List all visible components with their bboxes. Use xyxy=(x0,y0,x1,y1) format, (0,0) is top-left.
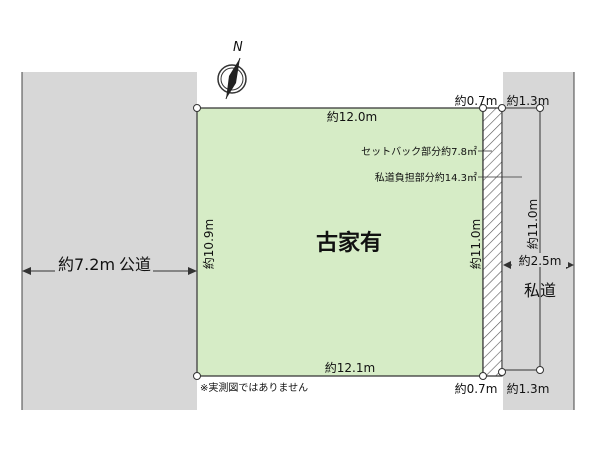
corner-road-bottom xyxy=(536,366,544,374)
private-road-label-bg xyxy=(512,253,568,267)
corner-bottom-left xyxy=(193,372,201,380)
corner-bottom-right xyxy=(479,372,487,380)
dim-left-depth: 約10.9m xyxy=(201,219,216,269)
public-road-width-value: 約7.2m xyxy=(58,255,115,274)
corner-top-left xyxy=(193,104,201,112)
public-road-arrow-left-head xyxy=(22,267,31,275)
dim-private-road-bottom: 約1.3m xyxy=(507,381,550,396)
corner-road-top xyxy=(536,104,544,112)
compass-north-label: N xyxy=(233,40,243,55)
public-road-arrow-right-head xyxy=(188,267,197,275)
private-road-name: 私道 xyxy=(524,281,556,300)
dim-private-road-top: 約1.3m xyxy=(507,93,550,108)
not-surveyed-note: ※実測図ではありません xyxy=(200,381,308,394)
setback-area-label: セットバック部分約7.8㎡ xyxy=(361,145,477,158)
dim-setback-top: 約0.7m xyxy=(455,93,498,108)
dim-right-outer-depth: 約11.0m xyxy=(525,199,540,249)
private-road-burden-label: 私道負担部分約14.3㎡ xyxy=(375,171,477,184)
private-road-arrow-left-head xyxy=(503,261,511,269)
private-road xyxy=(503,72,574,410)
public-road-label-bg xyxy=(55,256,153,274)
private-road-width-label: 約2.5m xyxy=(519,253,562,268)
compass-icon xyxy=(217,57,247,100)
dim-bottom-width: 約12.1m xyxy=(325,360,375,375)
corner-top-right xyxy=(479,104,487,112)
dim-right-inner-depth: 約11.0m xyxy=(468,219,483,269)
setback-strip xyxy=(482,107,503,377)
dim-top-width: 約12.0m xyxy=(327,109,377,124)
corner-setback-bottom xyxy=(498,368,506,376)
lot-label: 古家有 xyxy=(316,230,382,256)
public-road xyxy=(22,72,197,410)
corner-setback-top xyxy=(498,104,506,112)
public-road-name: 公道 xyxy=(119,255,151,274)
dim-setback-bottom: 約0.7m xyxy=(455,381,498,396)
